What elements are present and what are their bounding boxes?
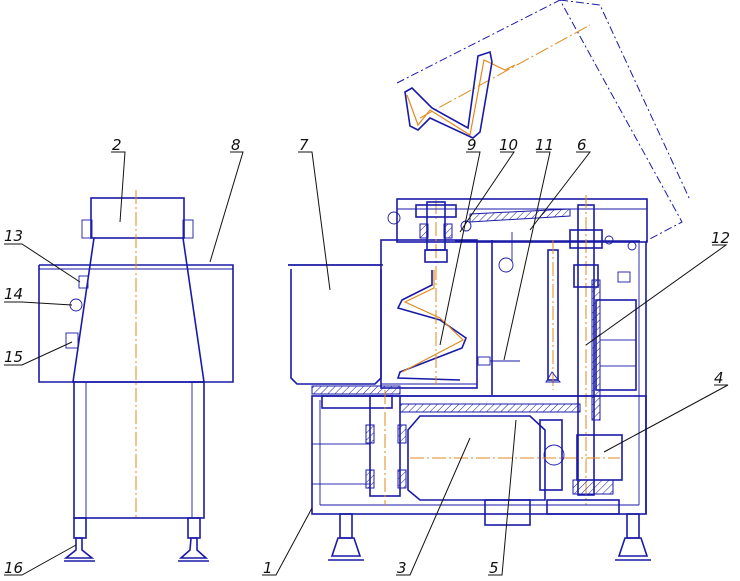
callout-1: 1 — [263, 559, 273, 577]
callout-3: 3 — [397, 559, 407, 577]
frame-body-side — [73, 381, 205, 519]
callout-15: 15 — [4, 348, 23, 366]
callout-16: 16 — [4, 559, 23, 577]
tapered-column — [72, 237, 205, 383]
drive-head-block — [90, 197, 185, 239]
indicator-box — [65, 332, 79, 349]
front-section-view — [288, 0, 691, 561]
callout-13: 13 — [4, 227, 23, 245]
upper-gear-housing — [396, 198, 648, 243]
callout-4: 4 — [714, 369, 724, 387]
callout-8: 8 — [231, 136, 241, 154]
mixing-bowl — [288, 264, 382, 385]
callout-9: 9 — [467, 136, 477, 154]
callout-7: 7 — [299, 136, 309, 154]
callout-12: 12 — [711, 229, 730, 247]
switch-box — [78, 275, 89, 289]
callout-11: 11 — [535, 136, 554, 154]
callout-5: 5 — [489, 559, 499, 577]
callout-labels: 2 8 13 14 15 16 7 9 10 11 6 12 4 1 3 5 — [4, 136, 730, 577]
kneading-hook — [396, 270, 467, 381]
foot-right-side — [178, 537, 209, 559]
raised-lid-phantom — [396, 0, 691, 242]
callout-14: 14 — [4, 285, 23, 303]
callout-10: 10 — [499, 136, 518, 154]
raised-hook-phantom — [406, 59, 516, 136]
callout-2: 2 — [112, 136, 122, 154]
side-view — [38, 190, 234, 562]
electric-motor — [407, 415, 546, 501]
callout-6: 6 — [577, 136, 587, 154]
foot-left-side — [63, 537, 95, 559]
leader-lines — [4, 151, 729, 576]
